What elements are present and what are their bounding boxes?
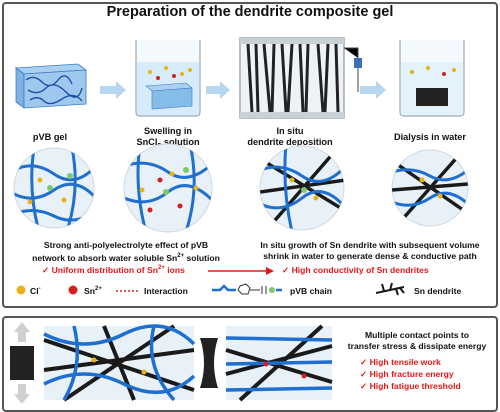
legend-interaction: Interaction <box>144 286 188 296</box>
pvb-gel-block <box>14 63 88 109</box>
interaction-icon <box>116 290 138 292</box>
legend-pvb-chain: pVB chain <box>290 286 333 296</box>
fracture-energy-check: ✓ High fracture energy <box>360 369 454 379</box>
network-circle-deposition <box>259 145 345 231</box>
sn-ion-icon <box>68 285 78 295</box>
network-circle-dialysis <box>391 149 469 227</box>
swelling-description: Strong anti-polyelectrolyte effect of pV… <box>32 240 220 263</box>
high-conductivity-check: ✓ High conductivity of Sn dendrites <box>282 265 429 275</box>
swelling-beaker <box>135 40 201 117</box>
tensile-work-check: ✓ High tensile work <box>360 357 441 367</box>
network-illustrations <box>13 143 469 233</box>
stage-label-dialysis: Dialysis in water <box>393 132 466 142</box>
dialysis-beaker <box>399 40 465 117</box>
deposition-description: In situ growth of Sn dendrite with subse… <box>260 240 480 261</box>
legend-cl: Cl- <box>30 286 41 296</box>
arrow-icon <box>206 81 230 99</box>
network-circle-swelling <box>123 143 213 233</box>
mechanics-checks: ✓ High tensile work ✓ High fracture ener… <box>360 356 461 392</box>
sn-dendrite-icon <box>375 282 405 296</box>
mechanics-illustration <box>10 322 333 404</box>
pvb-chain-icon <box>212 283 282 295</box>
stage-label-deposition: In situ dendrite deposition <box>247 126 333 147</box>
fatigue-threshold-check: ✓ High fatigue threshold <box>360 381 461 391</box>
stretch-arrows-icon <box>10 322 34 404</box>
arrow-icon <box>360 81 386 99</box>
mechanics-description: Multiple contact points to transfer stre… <box>347 330 487 351</box>
uniform-distribution-check: ✓ Uniform distribution of Sn2+ ions <box>42 265 185 275</box>
progress-arrow-icon <box>208 267 274 275</box>
network-circle-pvb <box>13 147 95 229</box>
arrow-icon <box>100 81 126 99</box>
stage-illustrations <box>14 37 465 119</box>
cl-ion-icon <box>16 285 26 295</box>
legend-sn: Sn2+ <box>84 286 102 296</box>
stretched-sample-icon <box>200 338 218 388</box>
page-title: Preparation of the dendrite composite ge… <box>106 4 394 20</box>
deposition-cell <box>239 37 362 119</box>
legend-sn-dendrite: Sn dendrite <box>414 286 462 296</box>
stage-label-pvb-gel: pVB gel <box>32 132 68 142</box>
